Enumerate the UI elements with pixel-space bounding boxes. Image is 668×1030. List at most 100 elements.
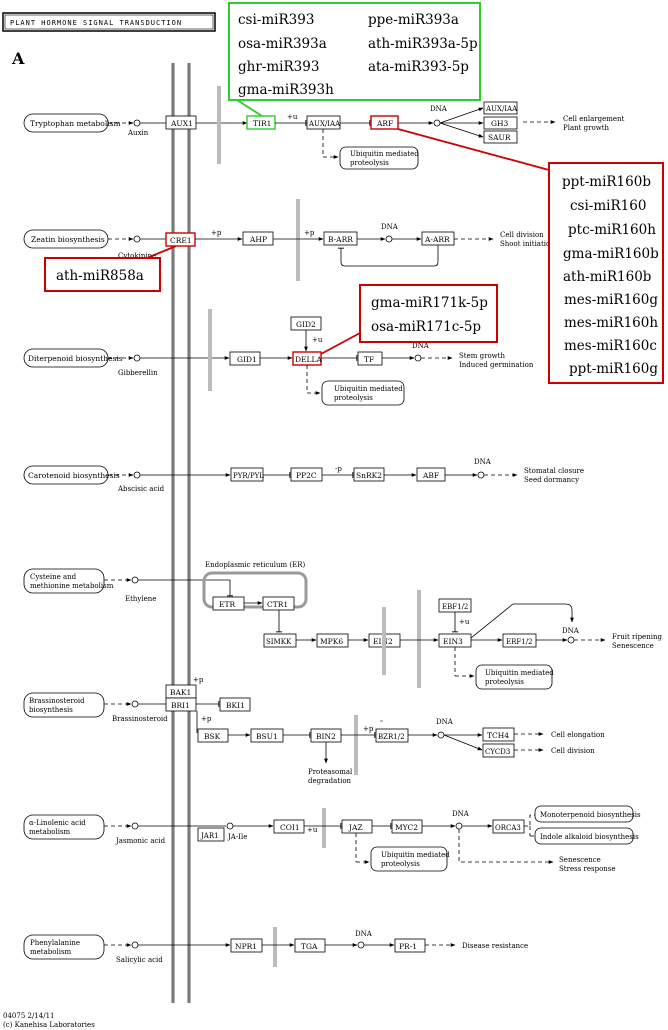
gene-erf12[interactable] (502, 633, 537, 648)
svg-text:+u: +u (459, 618, 470, 626)
svg-text:ppe-miR393a: ppe-miR393a (368, 12, 459, 28)
gene-gid1[interactable] (229, 351, 261, 366)
svg-text:DNA: DNA (355, 930, 373, 938)
footer-code: 04075 2/14/11 (3, 1012, 54, 1020)
svg-text:Gibberellin: Gibberellin (118, 369, 158, 377)
svg-text:SAUR: SAUR (488, 133, 511, 142)
svg-text:+p: +p (211, 229, 222, 237)
svg-text:SIMKK: SIMKK (266, 638, 292, 646)
svg-text:CRE1: CRE1 (170, 236, 192, 245)
pathway-monoterpenoid[interactable] (534, 805, 634, 823)
gene-myc2[interactable] (391, 819, 423, 834)
svg-text:csi-miR393: csi-miR393 (238, 12, 314, 28)
svg-text:DNA: DNA (381, 223, 399, 231)
svg-text:Cell elongation: Cell elongation (551, 731, 605, 739)
gene-tch4[interactable] (482, 727, 515, 742)
row-gibberellin: Diterpenoid biosynthesis Gibberellin GID… (23, 309, 534, 406)
gene-bri1[interactable] (165, 697, 197, 712)
gene-gh3[interactable] (483, 116, 518, 130)
ubiquitin-proteolysis-1[interactable] (339, 146, 419, 170)
svg-text:A-ARR: A-ARR (424, 235, 450, 244)
gene-tga[interactable] (294, 938, 326, 953)
svg-text:MYC2: MYC2 (395, 823, 418, 832)
svg-text:TGA: TGA (301, 942, 318, 951)
gene-barr[interactable] (323, 231, 358, 246)
svg-text:Indole alkaloid biosynthesis: Indole alkaloid biosynthesis (540, 833, 639, 841)
mirna-callout-arf: ppt-miR160b csi-miR160 ptc-miR160h gma-m… (397, 128, 664, 384)
gene-bzr12[interactable] (375, 728, 409, 743)
svg-text:JAZ: JAZ (348, 823, 363, 832)
gene-orca3[interactable] (492, 819, 525, 834)
svg-text:gma-miR393h: gma-miR393h (238, 82, 334, 98)
svg-text:Fruit ripening: Fruit ripening (612, 633, 662, 641)
gene-simkk[interactable] (263, 633, 297, 648)
svg-text:PP2C: PP2C (296, 471, 317, 480)
pathway-brassinosteroid[interactable] (23, 692, 105, 718)
svg-text:BRI1: BRI1 (171, 701, 190, 710)
svg-text:ARF: ARF (376, 119, 393, 128)
gene-arf[interactable] (370, 115, 399, 130)
svg-text:ath-miR393a-5p: ath-miR393a-5p (368, 36, 478, 52)
gene-bsk[interactable] (197, 728, 229, 743)
svg-text:Ubiquitin mediated: Ubiquitin mediated (350, 150, 419, 158)
svg-text:Cysteine and: Cysteine and (30, 573, 77, 581)
svg-text:CTR1: CTR1 (267, 600, 288, 609)
svg-text:TIR1: TIR1 (253, 119, 271, 128)
svg-text:Cytokinine: Cytokinine (118, 252, 156, 260)
gene-pp2c[interactable] (290, 467, 323, 482)
gene-ctr1[interactable] (262, 596, 295, 611)
svg-text:BKI1: BKI1 (226, 701, 245, 710)
svg-text:CYCD3: CYCD3 (485, 748, 510, 756)
gene-etr[interactable] (212, 596, 245, 611)
gene-coi1[interactable] (273, 819, 305, 834)
gene-cycd3[interactable] (482, 743, 515, 758)
svg-text:Tryptophan metabolism: Tryptophan metabolism (30, 119, 121, 128)
svg-text:PR-1: PR-1 (399, 942, 417, 951)
gene-pr1[interactable] (394, 938, 426, 953)
gene-aux1[interactable] (165, 115, 197, 130)
ubiquitin-proteolysis-2[interactable] (321, 380, 405, 406)
svg-text:BIN2: BIN2 (316, 732, 336, 741)
pathway-phenylalanine[interactable] (23, 934, 105, 960)
gene-cre1[interactable] (165, 232, 196, 247)
gene-snrk2[interactable] (353, 467, 385, 482)
pathway-linolenic[interactable] (23, 814, 105, 840)
gene-bki1[interactable] (219, 697, 251, 712)
pathway-indole[interactable] (534, 827, 634, 845)
svg-text:Disease resistance: Disease resistance (462, 942, 528, 950)
svg-text:+u: +u (307, 826, 318, 834)
row-brassinosteroid: Brassinosteroid biosynthesis Brassinoste… (23, 676, 605, 785)
svg-text:Endoplasmic reticulum (ER): Endoplasmic reticulum (ER) (205, 561, 306, 569)
ubiquitin-proteolysis-4[interactable] (370, 846, 448, 872)
svg-text:Salicylic acid: Salicylic acid (116, 956, 163, 964)
gene-bsu1[interactable] (250, 728, 284, 743)
gene-pyrpyl[interactable] (230, 467, 264, 482)
svg-text:Zeatin biosynthesis: Zeatin biosynthesis (31, 235, 105, 244)
gene-abf[interactable] (416, 467, 446, 482)
row-abscisic: Carotenoid biosynthesis Abscisic acid PY… (23, 458, 584, 493)
svg-text:EBF1/2: EBF1/2 (442, 603, 468, 611)
svg-text:metabolism: metabolism (29, 828, 71, 836)
pathway-cysteine[interactable] (23, 568, 105, 594)
gene-jaz[interactable] (341, 819, 373, 834)
svg-text:+p: +p (201, 715, 212, 723)
svg-text:JAR1: JAR1 (200, 832, 219, 840)
gene-ahp[interactable] (242, 231, 274, 246)
ubiquitin-proteolysis-3[interactable] (475, 664, 553, 690)
gene-auxiaa[interactable] (306, 115, 341, 130)
svg-text:Stress response: Stress response (559, 865, 616, 873)
gene-auxiaa-target[interactable] (483, 101, 518, 115)
svg-text:Brassinosteroid: Brassinosteroid (29, 697, 85, 705)
svg-text:BAK1: BAK1 (170, 688, 191, 697)
svg-text:+p: +p (363, 725, 374, 733)
gene-saur[interactable] (483, 130, 518, 144)
gene-jar1[interactable] (197, 827, 225, 842)
gene-tf[interactable] (357, 351, 383, 366)
gene-npr1[interactable] (230, 938, 263, 953)
svg-text:TF: TF (364, 355, 374, 364)
svg-text:ETR: ETR (219, 600, 235, 609)
gene-mpk6[interactable] (316, 633, 349, 648)
svg-text:csi-miR160: csi-miR160 (570, 198, 646, 214)
svg-text:GH3: GH3 (491, 119, 509, 128)
svg-text:AUX/IAA: AUX/IAA (308, 120, 341, 128)
